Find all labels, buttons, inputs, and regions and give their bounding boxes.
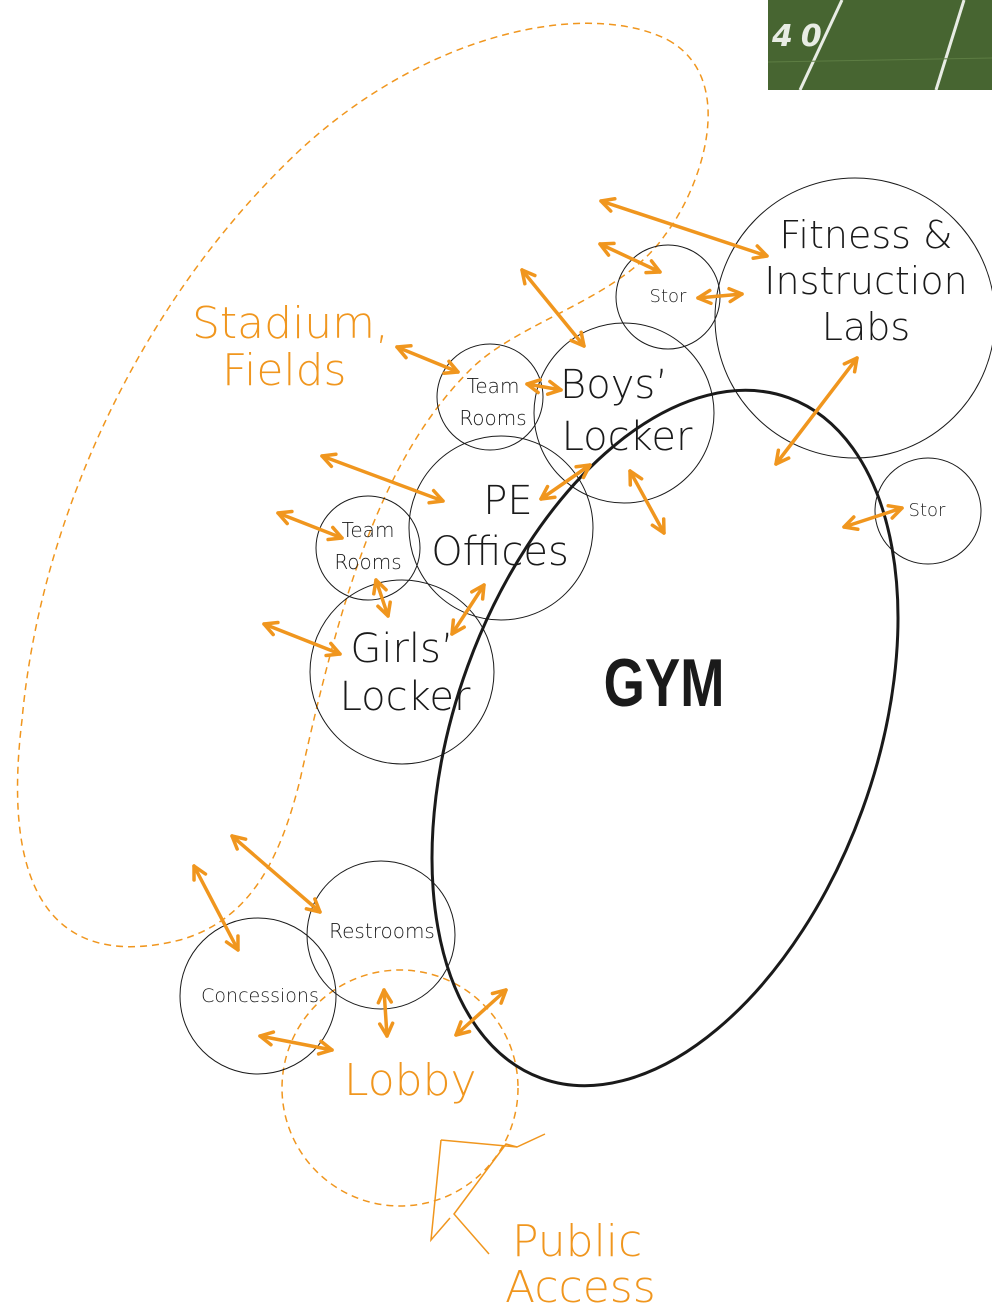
stadium-to-concessions-arrow <box>192 864 240 952</box>
team-rooms-left-label-line2: Rooms <box>334 550 401 574</box>
lobby-to-gym-arrow <box>454 988 508 1037</box>
lobby-zone <box>281 969 519 1207</box>
boys-locker-to-gym-arrow <box>628 469 666 535</box>
stadium-to-restrooms-arrow <box>230 834 322 914</box>
stadium-fields-label-line2: Fields <box>222 345 346 396</box>
team-rooms-to-girls-arrow <box>372 578 392 618</box>
girls-locker-label-line2: Locker <box>340 674 471 720</box>
fitness-labs-label-line3: Labs <box>822 305 910 349</box>
girls-locker-label-line1: Girls’ <box>350 626 453 672</box>
stadium-to-pe-offices-arrow <box>320 452 445 505</box>
team-rooms-top-label-line2: Rooms <box>459 406 526 430</box>
connection-arrows <box>192 197 904 1056</box>
public-access-chevron-left <box>430 1139 451 1243</box>
concessions-label: Concessions <box>201 985 319 1007</box>
boys-locker-label-line2: Locker <box>562 414 693 460</box>
gym-label: GYM <box>604 645 725 721</box>
lobby-label: Lobby <box>344 1055 477 1106</box>
stor-right-to-gym-arrow <box>842 503 904 532</box>
gym-ellipse <box>430 388 900 1088</box>
stadium-to-fitness-arrow <box>599 197 769 260</box>
stadium-fields-zone <box>16 22 709 948</box>
football-field-photo: 40 <box>768 0 992 90</box>
fitness-labs-label-line1: Fitness & <box>779 213 952 257</box>
pe-to-girls-locker-arrow <box>450 583 486 636</box>
boys-locker-circle <box>533 322 715 504</box>
fitness-labs-label-line2: Instruction <box>764 259 967 303</box>
stadium-fields-label-line1: Stadium, <box>192 298 389 349</box>
fitness-labs-circle <box>714 177 992 459</box>
concessions-circle <box>179 917 337 1075</box>
team-rooms-top-circle <box>436 343 544 451</box>
restrooms-label: Restrooms <box>329 919 435 943</box>
pe-to-boys-locker-arrow <box>539 463 592 501</box>
pe-offices-label-line2: Offices <box>431 529 569 575</box>
boys-locker-label-line1: Boys’ <box>560 362 668 408</box>
stadium-to-stor-arrow <box>598 241 662 275</box>
stadium-to-boys-locker-arrow <box>520 268 586 348</box>
team-rooms-to-boys-arrow <box>525 378 563 396</box>
public-access-chevron-join <box>440 1139 518 1148</box>
pe-offices-label-line1: PE <box>483 478 532 524</box>
team-rooms-left-circle <box>315 495 421 601</box>
concessions-to-lobby-arrow <box>258 1030 334 1056</box>
team-rooms-left-label-line1: Team <box>342 518 395 542</box>
girls-locker-circle <box>309 579 495 765</box>
stor-top-label: Stor <box>650 286 687 307</box>
public-access-chevron <box>453 1133 546 1255</box>
team-rooms-top-label-line1: Team <box>467 374 520 398</box>
stor-right-label: Stor <box>909 500 946 521</box>
stor-to-fitness-arrow <box>696 286 744 306</box>
stadium-to-team-rooms-left-arrow <box>276 509 344 542</box>
pe-offices-circle <box>408 435 594 621</box>
public-access-label-line1: Public <box>512 1216 642 1267</box>
restrooms-to-lobby-arrow <box>376 988 395 1038</box>
public-access-label-line2: Access <box>505 1262 656 1307</box>
stadium-to-team-rooms-arrow <box>395 343 460 376</box>
stor-right-circle <box>874 457 982 565</box>
yard-number: 40 <box>771 19 830 54</box>
fitness-to-gym-arrow <box>774 356 859 466</box>
stadium-to-girls-locker-arrow <box>262 620 342 658</box>
